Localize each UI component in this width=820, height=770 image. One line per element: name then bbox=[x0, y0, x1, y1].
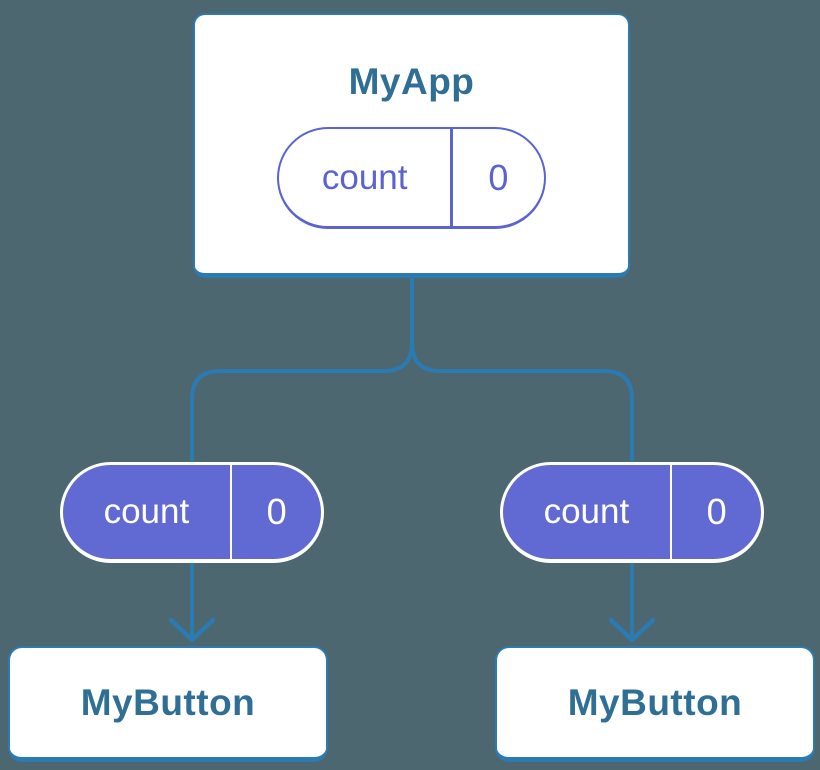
node-myapp-title: MyApp bbox=[348, 61, 475, 102]
pill-divider bbox=[229, 465, 233, 559]
state-value-label: 0 bbox=[488, 156, 509, 198]
node-myapp: MyApp count 0 bbox=[193, 13, 630, 278]
node-mybutton-right-title: MyButton bbox=[567, 681, 743, 723]
node-mybutton-right: MyButton bbox=[495, 646, 815, 762]
pill-divider bbox=[669, 465, 673, 559]
state-value-label: 0 bbox=[266, 491, 287, 532]
node-mybutton-left: MyButton bbox=[8, 646, 328, 762]
state-pill-left: count 0 bbox=[60, 462, 324, 563]
node-mybutton-left-title: MyButton bbox=[80, 681, 256, 723]
state-value-label: 0 bbox=[706, 491, 727, 532]
state-pill-right: count 0 bbox=[500, 462, 764, 563]
state-name-label: count bbox=[543, 492, 630, 531]
branch-left-connector bbox=[190, 272, 414, 468]
arrow-right-head-icon bbox=[608, 617, 656, 643]
arrow-left-head-icon bbox=[168, 617, 216, 643]
state-name-label: count bbox=[103, 492, 190, 531]
state-name-label: count bbox=[321, 157, 408, 197]
branch-right-connector bbox=[410, 272, 634, 468]
state-pill-myapp: count 0 bbox=[277, 127, 546, 229]
pill-divider bbox=[450, 129, 453, 226]
